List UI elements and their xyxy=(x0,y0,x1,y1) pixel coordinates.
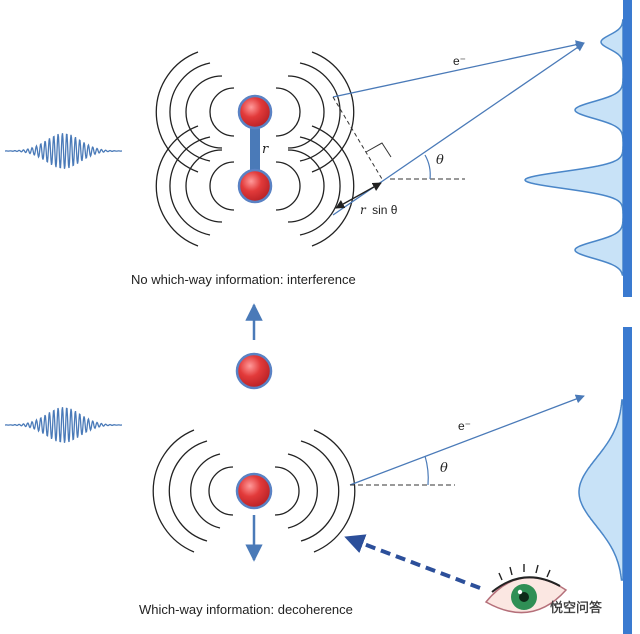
decoherent-pattern xyxy=(578,399,624,581)
detector-screen-top xyxy=(623,0,632,297)
atom-middle xyxy=(235,352,273,390)
path-difference-arrow xyxy=(335,182,382,209)
interference-pattern xyxy=(524,19,624,276)
molecular-bond xyxy=(250,128,260,178)
observer-eye-icon xyxy=(484,564,568,614)
atom-bottom xyxy=(235,472,273,510)
angle-label-top: θ xyxy=(436,153,444,168)
caption-decoherence: Which-way information: decoherence xyxy=(139,602,353,617)
scattered-wavefronts-single-atom xyxy=(152,429,356,553)
angle-label-bottom: θ xyxy=(440,461,448,476)
angle-arc-bottom xyxy=(424,455,429,486)
detector-screen-bottom xyxy=(623,327,632,634)
scattered-wavefronts-lower-atom xyxy=(155,125,355,247)
right-angle-marker xyxy=(365,142,392,158)
separation-label: r xyxy=(262,142,269,157)
electron-label-top: e⁻ xyxy=(453,54,466,68)
angle-arc-top xyxy=(424,154,431,180)
observation-arrow xyxy=(344,534,481,590)
caption-interference: No which-way information: interference xyxy=(131,272,356,287)
watermark: 悦空问答 xyxy=(550,600,602,615)
path-difference-label: r sin θ xyxy=(360,203,398,217)
atom-lower xyxy=(237,168,273,204)
scattered-ray-bottom xyxy=(349,394,585,486)
scattered-ray-upper xyxy=(332,40,585,98)
incoming-wave-packet-bottom xyxy=(5,407,122,443)
scattered-wavefronts-upper-atom xyxy=(155,51,355,173)
atom-upper xyxy=(237,94,273,130)
path-difference-construction xyxy=(332,96,383,180)
incoming-wave-packet-top xyxy=(5,133,122,169)
electron-label-bottom: e⁻ xyxy=(458,419,471,433)
